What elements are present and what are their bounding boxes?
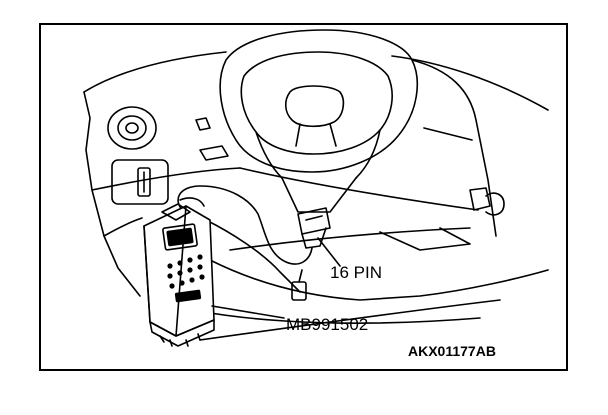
pedal-area — [209, 259, 549, 301]
right-bracket — [469, 187, 491, 211]
dashboard-top-line — [83, 51, 549, 111]
air-vent — [107, 106, 157, 150]
tool-part-number-label: MB991502 — [286, 315, 368, 334]
scan-tool-cable — [177, 185, 313, 265]
dash-detail-2 — [199, 145, 229, 161]
center-console-edge — [103, 217, 143, 237]
floor-line-1 — [229, 227, 471, 251]
handheld-diagnostic-scan-tool-icon — [143, 203, 215, 347]
adapter-plug-icon — [291, 269, 307, 301]
dashboard-lower-edge — [91, 167, 241, 191]
leader-mb991502 — [211, 305, 285, 319]
scan-tool-cable-lower — [205, 219, 301, 293]
floor-line-2 — [379, 227, 471, 251]
figure-border — [39, 23, 568, 371]
right-knob — [485, 192, 505, 216]
figure-code-label: AKX01177AB — [408, 343, 496, 359]
16-pin-diagnostic-connector-icon — [297, 207, 331, 249]
lower-dash-edge — [239, 167, 479, 211]
illustration — [83, 29, 549, 347]
connector-label: 16 PIN — [330, 263, 382, 282]
dash-detail-3 — [179, 197, 205, 207]
right-dash-panel — [411, 59, 497, 237]
steering-wheel-icon — [219, 29, 418, 213]
leader-16-pin — [317, 237, 341, 267]
switch-panel — [111, 159, 169, 205]
dash-detail-1 — [195, 117, 211, 131]
floor-line-4 — [199, 299, 501, 341]
